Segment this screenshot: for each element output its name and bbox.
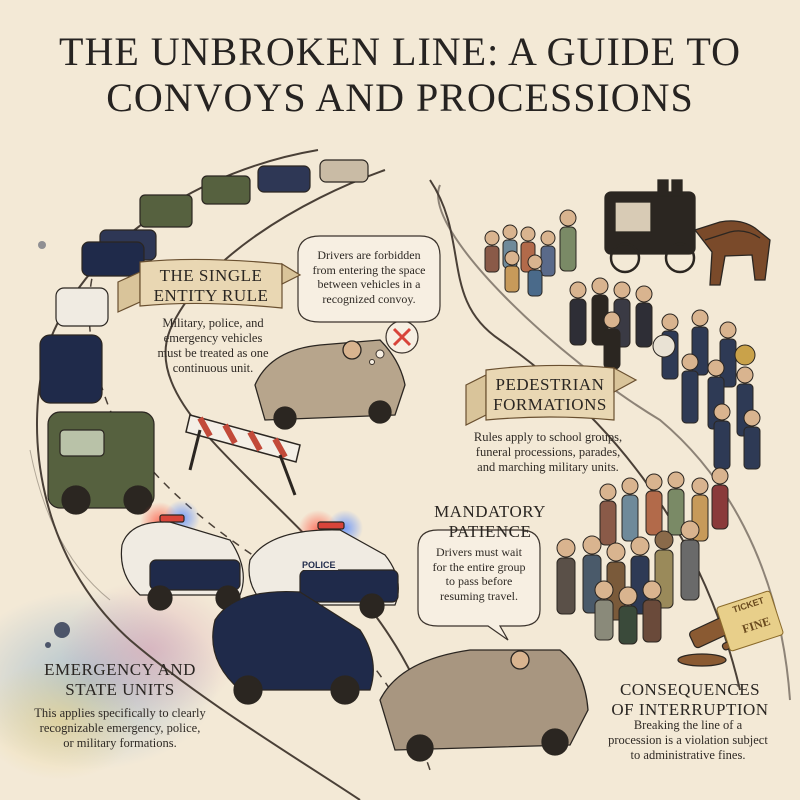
bubble-forbidden-text: Drivers are forbidden from entering the …	[312, 248, 426, 306]
marching-band	[652, 309, 761, 470]
emergency-heading: EMERGENCY AND STATE UNITS	[44, 660, 196, 699]
emergency-body: This applies specifically to clearly rec…	[34, 706, 206, 750]
speech-bubble-wait	[417, 529, 541, 641]
single-entity-body: Military, police, and emergency vehicles…	[157, 316, 269, 375]
convoy-top-cars	[39, 159, 369, 515]
tan-car-bottom	[379, 649, 589, 762]
pedestrian-body: Rules apply to school groups, funeral pr…	[473, 430, 623, 474]
consequences-body: Breaking the line of a procession is a v…	[608, 718, 768, 762]
forbidden-x-icon	[369, 320, 419, 365]
page-title-line1: THE UNBROKEN LINE: A GUIDE TO	[59, 29, 741, 74]
patience-heading: MANDATORY PATIENCE	[434, 502, 546, 541]
police-door-label: POLICE	[300, 560, 338, 570]
banner-single-entity	[117, 258, 302, 313]
banner-pedestrian	[465, 364, 638, 426]
single-entity-heading: THE SINGLE ENTITY RULE	[153, 266, 269, 305]
funeral-group	[569, 277, 653, 370]
ticket-icon	[716, 590, 784, 652]
school-group	[484, 209, 577, 297]
parade-crowd	[556, 467, 729, 645]
consequences-heading: CONSEQUENCES OF INTERRUPTION	[611, 680, 769, 719]
page-title-line2: CONVOYS AND PROCESSIONS	[106, 75, 694, 120]
tan-car-center	[254, 339, 406, 430]
speech-bubble-forbidden	[297, 235, 441, 323]
horse-carriage	[604, 179, 771, 286]
bubble-wait-text: Drivers must wait for the entire group t…	[432, 545, 526, 603]
barricade	[185, 414, 301, 496]
pedestrian-heading: PEDESTRIAN FORMATIONS	[493, 375, 607, 414]
